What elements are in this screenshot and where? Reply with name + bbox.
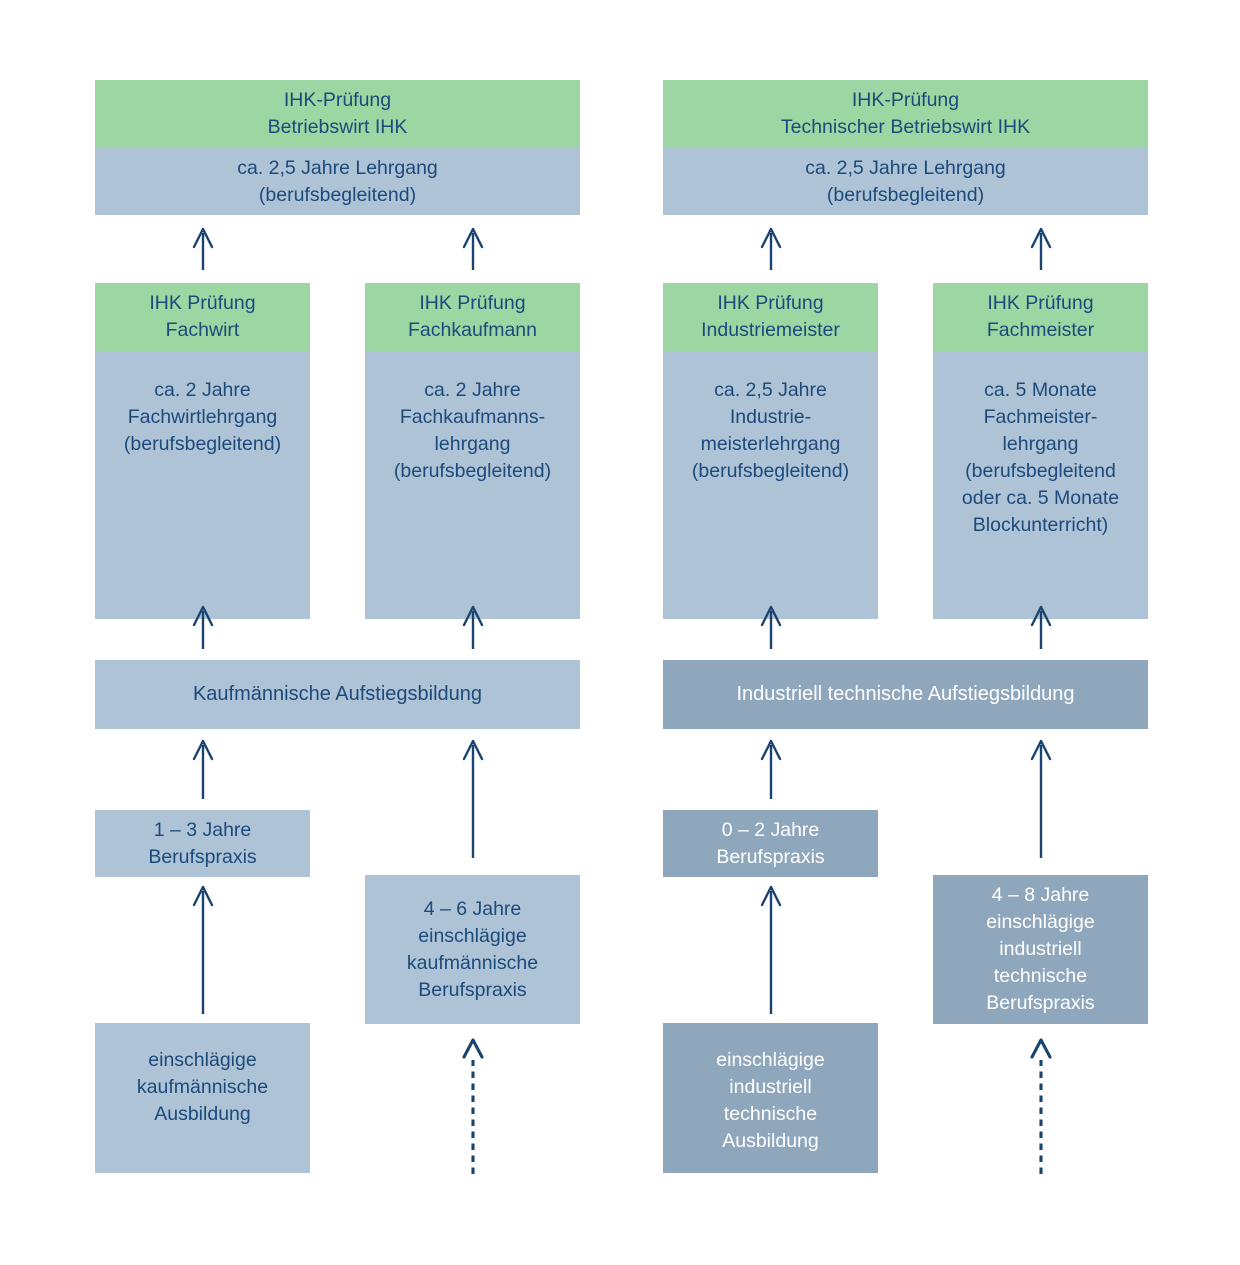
up-arrow [192, 739, 214, 799]
fachkaufmann-stack: IHK Prüfung Fachkaufmann ca. 2 Jahre Fac… [365, 283, 580, 619]
fachwirt-stack: IHK Prüfung Fachwirt ca. 2 Jahre Fachwir… [95, 283, 310, 619]
exam-fachmeister-box: IHK Prüfung Fachmeister [933, 283, 1148, 351]
practice-4-8-jahre-box: 4 – 8 Jahre einschlägige industriell tec… [933, 875, 1148, 1024]
up-arrow [192, 227, 214, 270]
exam-technischer-betriebswirt-box: IHK-Prüfung Technischer Betriebswirt IHK [663, 80, 1148, 148]
up-arrow [760, 739, 782, 799]
training-kaufmaennisch-box: einschlägige kaufmännische Ausbildung [95, 1023, 310, 1173]
industriemeister-stack: IHK Prüfung Industriemeister ca. 2,5 Jah… [663, 283, 878, 619]
exam-industriemeister-box: IHK Prüfung Industriemeister [663, 283, 878, 351]
up-arrow [1030, 227, 1052, 270]
dashed-up-arrow [462, 1038, 484, 1174]
practice-0-2-jahre-box: 0 – 2 Jahre Berufspraxis [663, 810, 878, 877]
course-industriemeister-box: ca. 2,5 Jahre Industrie- meisterlehrgang… [663, 351, 878, 619]
practice-4-6-jahre-box: 4 – 6 Jahre einschlägige kaufmännische B… [365, 875, 580, 1024]
exam-fachkaufmann-box: IHK Prüfung Fachkaufmann [365, 283, 580, 351]
practice-1-3-jahre-box: 1 – 3 Jahre Berufspraxis [95, 810, 310, 877]
course-fachmeister-box: ca. 5 Monate Fachmeister- lehrgang (beru… [933, 351, 1148, 619]
course-fachkaufmann-box: ca. 2 Jahre Fachkaufmanns- lehrgang (ber… [365, 351, 580, 619]
course-technischer-betriebswirt-box: ca. 2,5 Jahre Lehrgang (berufsbegleitend… [663, 148, 1148, 215]
exam-betriebswirt-box: IHK-Prüfung Betriebswirt IHK [95, 80, 580, 148]
up-arrow [760, 227, 782, 270]
course-fachwirt-box: ca. 2 Jahre Fachwirtlehrgang (berufsbegl… [95, 351, 310, 619]
up-arrow [462, 739, 484, 858]
fachmeister-stack: IHK Prüfung Fachmeister ca. 5 Monate Fac… [933, 283, 1148, 619]
up-arrow [760, 885, 782, 1014]
course-betriebswirt-box: ca. 2,5 Jahre Lehrgang (berufsbegleitend… [95, 148, 580, 215]
bar-kaufmaennische-aufstiegsbildung: Kaufmännische Aufstiegsbildung [95, 660, 580, 729]
technischer-betriebswirt-stack: IHK-Prüfung Technischer Betriebswirt IHK… [663, 80, 1148, 215]
training-industriell-box: einschlägige industriell technische Ausb… [663, 1023, 878, 1173]
up-arrow [1030, 739, 1052, 858]
bar-industriell-technische-aufstiegsbildung: Industriell technische Aufstiegsbildung [663, 660, 1148, 729]
up-arrow [462, 227, 484, 270]
exam-fachwirt-box: IHK Prüfung Fachwirt [95, 283, 310, 351]
betriebswirt-stack: IHK-Prüfung Betriebswirt IHK ca. 2,5 Jah… [95, 80, 580, 215]
dashed-up-arrow [1030, 1038, 1052, 1174]
up-arrow [192, 885, 214, 1014]
